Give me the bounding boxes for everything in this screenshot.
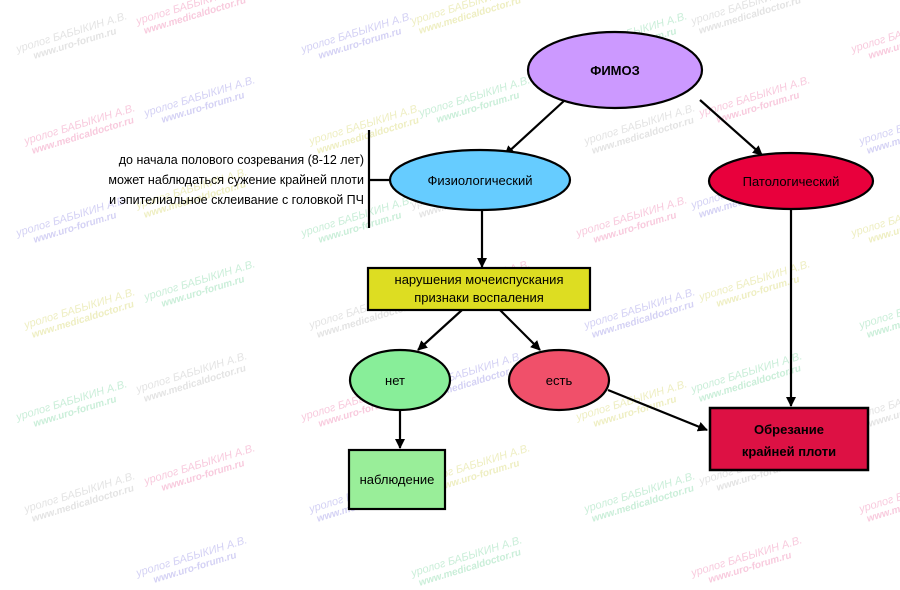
- physiological-note: до начала полового созревания (8-12 лет)…: [108, 153, 364, 207]
- note-line-3: и эпителиальное склеивание с головкой ПЧ: [109, 193, 364, 207]
- connectors: [367, 99, 796, 449]
- arrow-symptoms-to-yes: [499, 309, 541, 351]
- node-phimosis: ФИМОЗ: [526, 30, 704, 110]
- note-line-1: до начала полового созревания (8-12 лет): [119, 153, 364, 167]
- node-circumcision-line2: крайней плоти: [742, 444, 836, 459]
- node-no: нет: [348, 348, 452, 412]
- arrow-symptoms-to-no: [417, 309, 463, 351]
- node-symptoms: нарушения мочеиспускания признаки воспал…: [366, 266, 592, 312]
- node-observation-label: наблюдение: [360, 472, 435, 487]
- node-circumcision-line1: Обрезание: [754, 422, 824, 437]
- node-yes-label: есть: [546, 373, 573, 388]
- arrow-root-to-physiological: [504, 99, 566, 156]
- node-pathological-label: Патологический: [743, 174, 840, 189]
- node-circumcision: Обрезание крайней плоти: [708, 406, 870, 472]
- node-pathological: Патологический: [707, 151, 875, 211]
- note-line-2: может наблюдаться сужение крайней плоти: [108, 173, 364, 187]
- arrow-yes-to-circumcision: [607, 388, 708, 432]
- node-phimosis-label: ФИМОЗ: [590, 63, 640, 78]
- node-symptoms-line1: нарушения мочеиспускания: [395, 272, 564, 287]
- node-physiological: Физиологический: [388, 148, 572, 212]
- node-observation: наблюдение: [347, 448, 447, 511]
- node-symptoms-line2: признаки воспаления: [414, 290, 544, 305]
- arrow-root-to-pathological: [699, 99, 763, 156]
- node-no-label: нет: [385, 373, 405, 388]
- node-yes: есть: [507, 348, 611, 412]
- node-physiological-label: Физиологический: [428, 173, 533, 188]
